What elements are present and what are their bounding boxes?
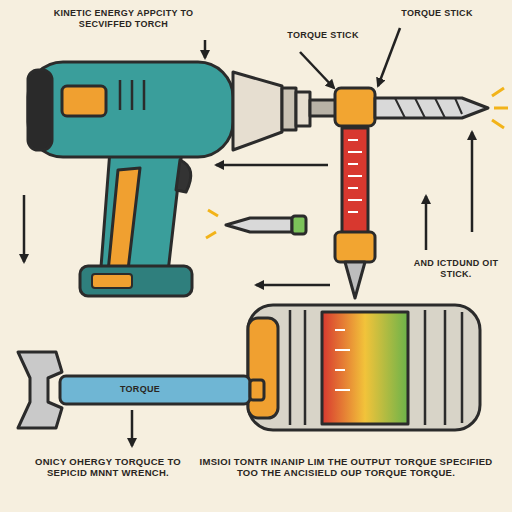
side-note: AND ICTDUND OIT STICK.: [408, 258, 504, 280]
heading-note: KINETIC ENERGY APPCITY TO SECVIFFED TORC…: [36, 8, 211, 30]
bottom-note: ONICY OHERGY TORQUCE TO SEPICID MNNT WRE…: [28, 456, 188, 479]
bottom-note: IMSIOI TONTR INANIP LIM THE OUTPUT TORQU…: [196, 456, 496, 479]
part-name: TORQUE STICK: [278, 30, 368, 41]
handle-marking: TORQUE: [90, 384, 190, 395]
part-name: TORQUE STICK: [392, 8, 482, 19]
